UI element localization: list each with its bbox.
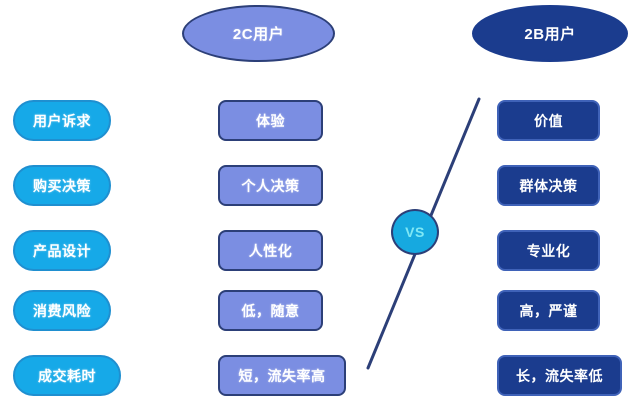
c2-value-node-1[interactable]: 体验 [218, 100, 323, 141]
b2-value-node-1[interactable]: 价值 [497, 100, 600, 141]
dimension-node-3[interactable]: 产品设计 [13, 230, 111, 271]
c2-value-node-5[interactable]: 短，流失率高 [218, 355, 346, 396]
b2-value-node-2[interactable]: 群体决策 [497, 165, 600, 206]
vs-marker: VS [391, 209, 439, 255]
header-ellipse-2b[interactable]: 2B用户 [472, 5, 628, 62]
c2-value-node-3[interactable]: 人性化 [218, 230, 323, 271]
header-ellipse-2c[interactable]: 2C用户 [182, 5, 335, 62]
b2-value-node-5[interactable]: 长，流失率低 [497, 355, 622, 396]
dimension-node-1[interactable]: 用户诉求 [13, 100, 111, 141]
b2-value-node-4[interactable]: 高，严谨 [497, 290, 600, 331]
c2-value-node-2[interactable]: 个人决策 [218, 165, 323, 206]
b2-value-node-3[interactable]: 专业化 [497, 230, 600, 271]
dimension-node-4[interactable]: 消费风险 [13, 290, 111, 331]
dimension-node-2[interactable]: 购买决策 [13, 165, 111, 206]
dimension-node-5[interactable]: 成交耗时 [13, 355, 121, 396]
c2-value-node-4[interactable]: 低，随意 [218, 290, 323, 331]
